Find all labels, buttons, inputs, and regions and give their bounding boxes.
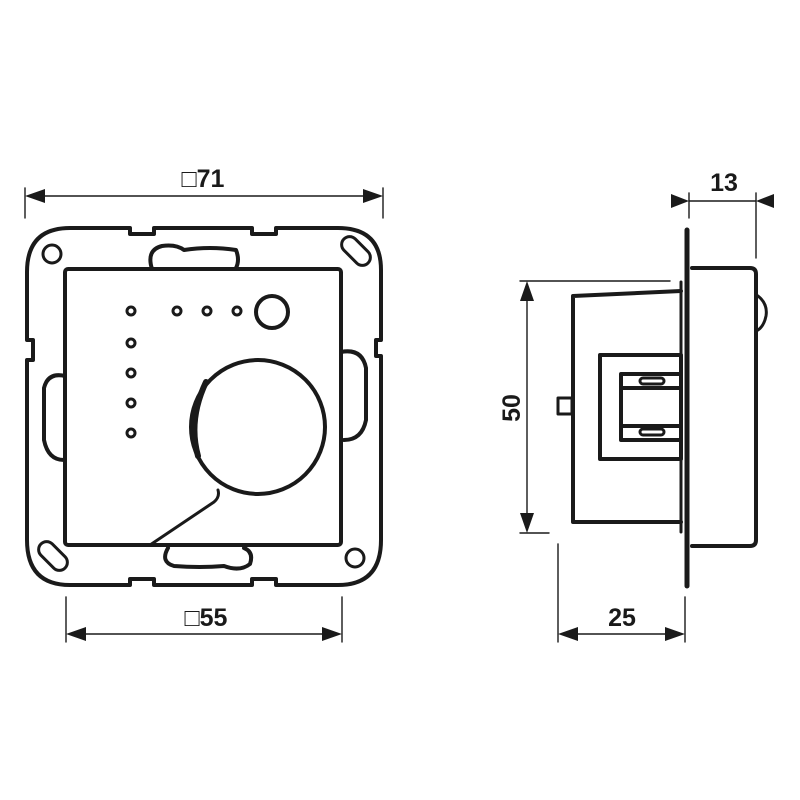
- led-indicator: [125, 337, 137, 349]
- dimension-height: 50: [498, 280, 671, 534]
- outer-frame: [25, 226, 383, 587]
- led-indicator: [231, 305, 243, 317]
- led-indicator: [171, 305, 183, 317]
- dimension-insert-width: □55: [65, 596, 343, 643]
- arrow-right-icon: [665, 627, 685, 641]
- depth-label: 25: [608, 604, 636, 632]
- dimension-depth: 25: [557, 543, 686, 643]
- front-depth-label: 13: [710, 169, 738, 197]
- knob-pointer-line: [148, 488, 220, 547]
- housing-body: [571, 289, 683, 524]
- frame-width-label: □71: [182, 165, 225, 193]
- knob-shadow: [191, 379, 209, 459]
- connector-block: [598, 353, 683, 461]
- dimension-frame-width: □71: [24, 165, 384, 219]
- mounting-clip-bottom: [163, 546, 254, 571]
- terminal-slot: [638, 427, 666, 437]
- arrow-left-icon: [558, 627, 578, 641]
- arrow-right-icon: [363, 189, 383, 203]
- terminal-block: [619, 372, 683, 442]
- screw-hole-top-left: [41, 243, 63, 265]
- height-label: 50: [498, 394, 526, 422]
- cover-plate: [63, 267, 343, 547]
- rotary-knob: [189, 358, 327, 496]
- terminal-slot: [638, 376, 666, 386]
- screw-hole-bottom-right: [344, 547, 366, 569]
- dimension-front-depth: 13: [671, 169, 774, 259]
- arrow-down-icon: [520, 513, 534, 533]
- mounting-clip-top: [148, 243, 240, 271]
- arrow-left-icon: [25, 189, 45, 203]
- side-view: 13 50: [498, 169, 774, 643]
- side-pin: [556, 396, 574, 416]
- arrow-up-icon: [520, 281, 534, 301]
- slot-hole-bottom-left: [37, 540, 69, 572]
- arrow-right-icon: [671, 194, 689, 208]
- arrow-left-icon: [756, 194, 774, 208]
- led-indicator: [125, 367, 137, 379]
- led-indicator: [125, 397, 137, 409]
- cover-latch: [756, 294, 768, 332]
- insert-width-label: □55: [185, 604, 228, 632]
- mounting-clip-left: [42, 373, 67, 462]
- arrow-right-icon: [322, 627, 342, 641]
- led-indicator: [125, 305, 137, 317]
- led-indicator: [201, 305, 213, 317]
- slot-hole-top-right: [340, 235, 372, 267]
- front-cover: [690, 266, 758, 548]
- led-indicator: [125, 427, 137, 439]
- mounting-clip-right: [339, 349, 368, 442]
- arrow-left-icon: [66, 627, 86, 641]
- push-button: [254, 294, 290, 330]
- front-view: □71: [24, 165, 384, 643]
